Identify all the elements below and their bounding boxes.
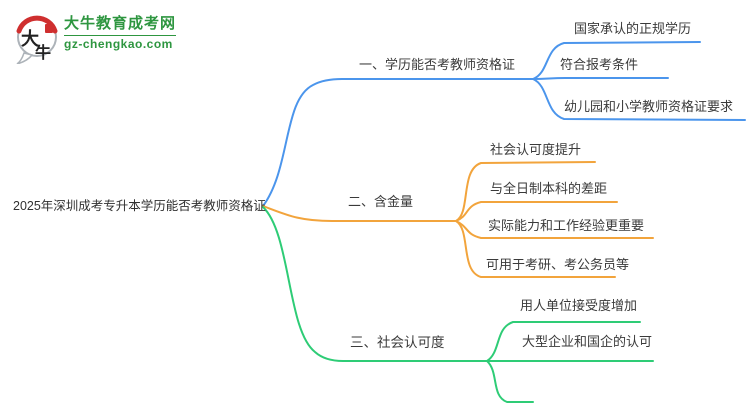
branch-2-child-2[interactable]: 与全日制本科的差距: [490, 181, 608, 196]
logo-title: 大牛教育成考网: [64, 15, 177, 32]
branch-2-connector: [262, 205, 457, 222]
branch-1-child-3[interactable]: 幼儿园和小学教师资格证要求: [564, 99, 734, 114]
branch-2-child-4[interactable]: 可用于考研、考公务员等: [486, 257, 630, 272]
branch-3-label[interactable]: 三、社会认可度: [350, 335, 445, 350]
branch-2-label[interactable]: 二、含金量: [348, 194, 414, 209]
logo-text-block: 大牛教育成考网 gz-chengkao.com: [64, 12, 177, 51]
branch-1-child-1-connector: [532, 41, 701, 80]
branch-1-label[interactable]: 一、学历能否考教师资格证: [359, 57, 516, 72]
branch-2-child-1[interactable]: 社会认可度提升: [490, 142, 582, 157]
site-logo[interactable]: 大 牛 大牛教育成考网 gz-chengkao.com: [12, 12, 177, 64]
branch-1-child-2-connector: [532, 77, 669, 80]
branch-3-child-1-connector: [486, 321, 641, 362]
logo-icon-char2: 牛: [35, 43, 51, 62]
branch-2-child-2-connector: [455, 201, 618, 222]
logo-icon-char1: 大: [21, 28, 39, 49]
logo-subtitle: gz-chengkao.com: [64, 35, 177, 51]
branch-3-child-3-connector: [486, 360, 534, 403]
branch-2-child-4-connector: [455, 220, 616, 278]
branch-2-child-1-connector: [455, 161, 596, 222]
speech-bubble-tail: [16, 52, 34, 64]
branch-1-child-1[interactable]: 国家承认的正规学历: [574, 21, 692, 36]
branch-3-connector: [262, 206, 488, 362]
branch-3-child-2[interactable]: 大型企业和国企的认可: [522, 334, 653, 349]
branch-1-connector: [262, 78, 534, 207]
branch-1-child-2[interactable]: 符合报考条件: [560, 57, 639, 72]
branch-1-child-3-connector: [532, 78, 746, 121]
logo-red-seal: [45, 24, 53, 33]
root-node[interactable]: 2025年深圳成考专升本学历能否考教师资格证: [13, 199, 266, 213]
daniu-logo-icon: 大 牛: [16, 15, 58, 64]
branch-3-child-1[interactable]: 用人单位接受度增加: [520, 298, 638, 313]
branch-2-child-3[interactable]: 实际能力和工作经验更重要: [488, 218, 645, 233]
